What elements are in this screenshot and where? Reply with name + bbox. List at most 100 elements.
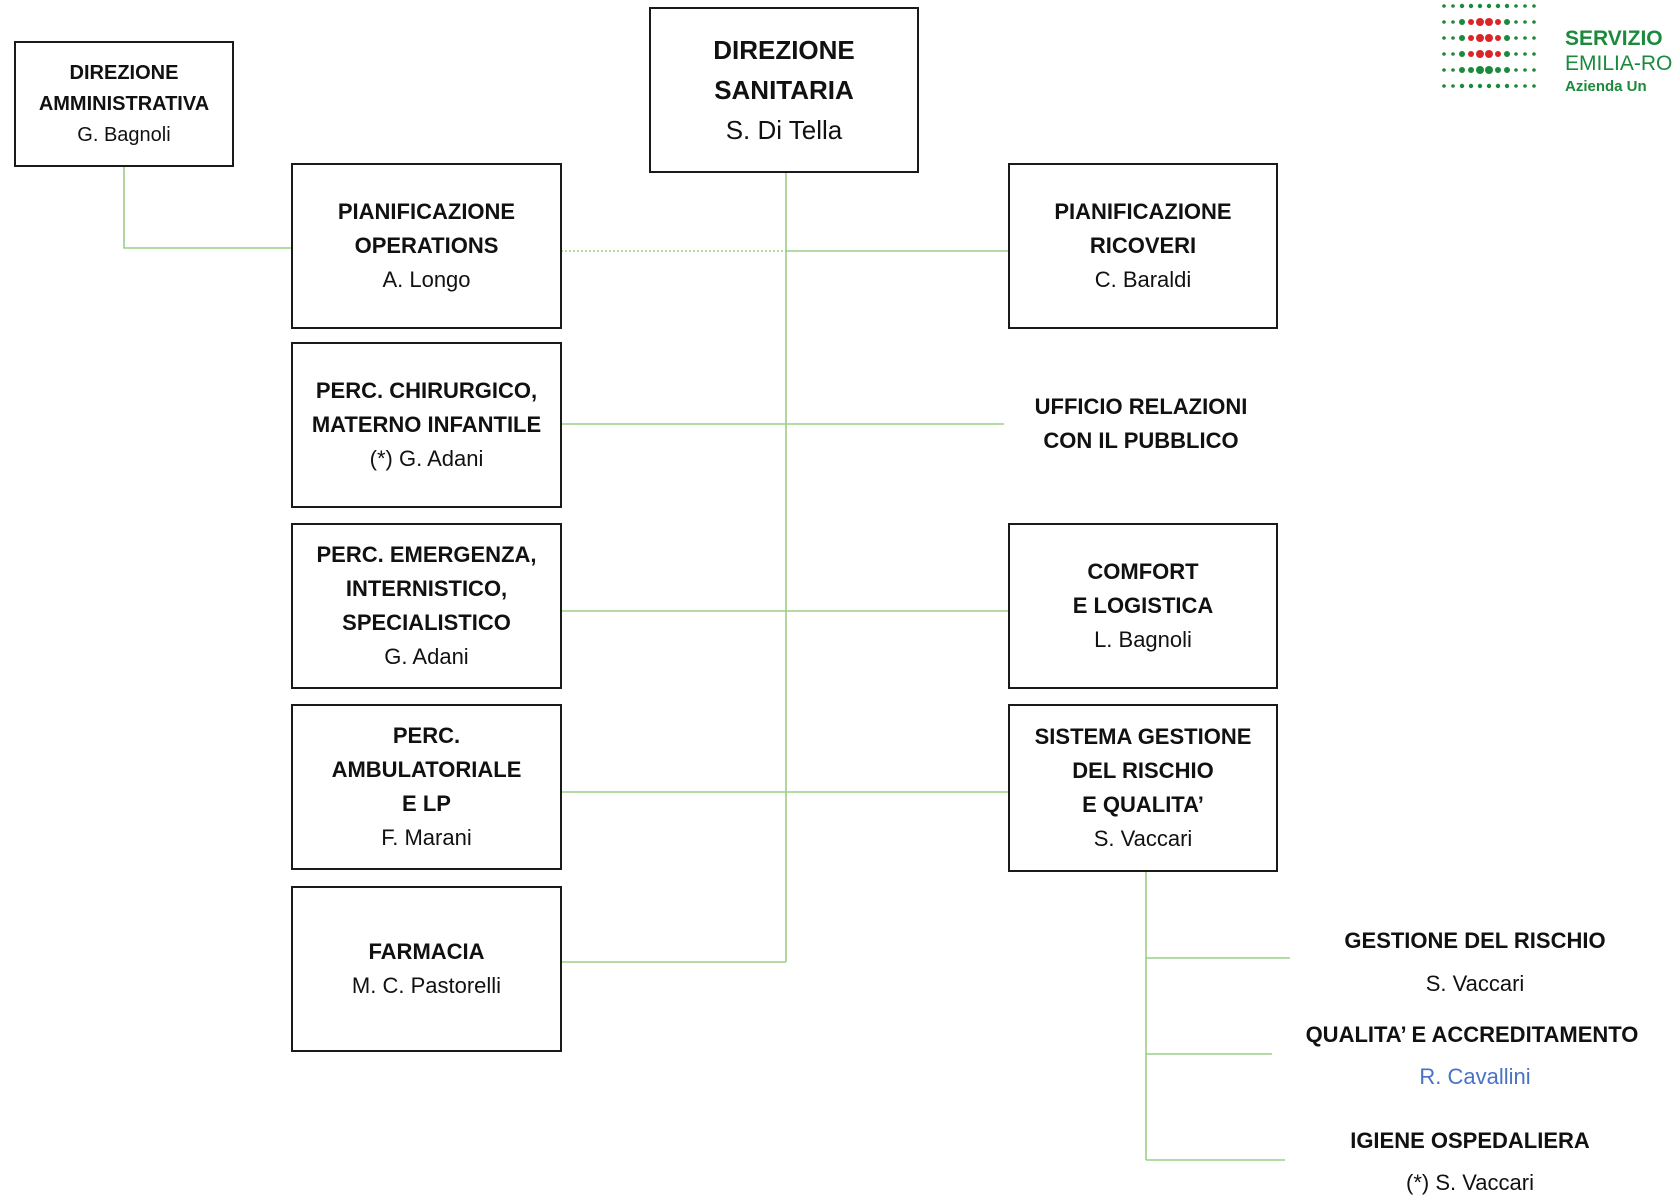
box-title-line: DEL RISCHIO [1072, 758, 1214, 783]
logo-dot [1504, 67, 1510, 73]
logo-dot [1495, 67, 1501, 73]
logo-dot [1476, 66, 1484, 74]
logo-dot [1532, 52, 1536, 56]
logo-dot [1495, 51, 1501, 57]
logo-dot [1495, 83, 1501, 89]
box-person: F. Marani [381, 825, 472, 850]
logo-dot [1459, 19, 1465, 25]
box-title-line: E QUALITA’ [1082, 792, 1204, 817]
logo-dot [1514, 20, 1518, 24]
box-title-line: SPECIALISTICO [342, 610, 511, 635]
box-title-line: DIREZIONE [69, 61, 179, 84]
logo-dot [1504, 19, 1510, 25]
box-title-line: DIREZIONE [713, 35, 855, 65]
logo-dot [1523, 84, 1527, 88]
box-title-line: UFFICIO RELAZIONI [1034, 394, 1248, 419]
logo-dot [1459, 3, 1465, 9]
logo-dot [1477, 83, 1483, 89]
box-title-line: SISTEMA GESTIONE [1034, 724, 1252, 749]
logo-dot [1476, 34, 1484, 42]
logo-dot [1468, 3, 1474, 9]
box-title-line: AMMINISTRATIVA [38, 92, 210, 115]
box-title-line: MATERNO INFANTILE [311, 412, 542, 437]
sub-unit-person: (*) S. Vaccari [1406, 1170, 1534, 1195]
logo-dot [1485, 34, 1493, 42]
logo-dot [1514, 68, 1518, 72]
logo-dot [1485, 66, 1493, 74]
logo-dot [1451, 4, 1455, 8]
logo-dot [1468, 19, 1474, 25]
box-title-line: AMBULATORIALE [331, 757, 522, 782]
perc-emergenza-box: PERC. EMERGENZA, INTERNISTICO, SPECIALIS… [291, 523, 562, 689]
perc-chirurgico-box: PERC. CHIRURGICO, MATERNO INFANTILE (*) … [291, 342, 562, 508]
logo-dot [1523, 68, 1527, 72]
logo-dot [1451, 36, 1455, 40]
logo-dot [1476, 18, 1484, 26]
logo-dot [1514, 84, 1518, 88]
logo-dot [1451, 68, 1455, 72]
logo-wordmark: SERVIZIO EMILIA-RO Azienda Un [1565, 26, 1672, 98]
logo-dot [1468, 67, 1474, 73]
box-person: S. Vaccari [1093, 826, 1193, 851]
logo-dot [1486, 3, 1492, 9]
logo-dot [1459, 67, 1465, 73]
pianificazione-operations-box: PIANIFICAZIONE OPERATIONS A. Longo [291, 163, 562, 329]
logo-dot [1504, 51, 1510, 57]
box-title-line: PIANIFICAZIONE [1054, 199, 1232, 224]
logo-dot [1459, 51, 1465, 57]
logo-dot [1468, 35, 1474, 41]
box-title-line: OPERATIONS [354, 233, 499, 258]
box-title-line: CON IL PUBBLICO [1043, 428, 1239, 453]
logo-dot [1504, 3, 1510, 9]
logo-dot [1514, 36, 1518, 40]
box-title-line: E LP [402, 791, 451, 816]
logo-dot [1442, 36, 1446, 40]
box-person: C. Baraldi [1094, 267, 1192, 292]
logo-dot [1442, 52, 1446, 56]
logo-dot [1495, 35, 1501, 41]
logo-dot [1451, 84, 1455, 88]
logo-dot [1523, 52, 1527, 56]
box-title-line: RICOVERI [1089, 233, 1197, 258]
logo-dot [1459, 83, 1465, 89]
box-title-line: INTERNISTICO, [345, 576, 508, 601]
sub-unit-person: S. Vaccari [1425, 971, 1525, 996]
logo-dot [1495, 19, 1501, 25]
sub-unit-title: QUALITA’ E ACCREDITAMENTO [1305, 1022, 1639, 1047]
pianificazione-ricoveri-box: PIANIFICAZIONE RICOVERI C. Baraldi [1008, 163, 1278, 329]
box-person: G. Adani [384, 644, 469, 669]
logo-dot [1495, 3, 1501, 9]
box-person: A. Longo [382, 267, 471, 292]
regional-health-logo [1442, 3, 1536, 89]
direzione-amministrativa-box: DIREZIONE AMMINISTRATIVA G. Bagnoli [14, 41, 234, 167]
box-title-line: PERC. [392, 723, 461, 748]
logo-dot [1532, 20, 1536, 24]
logo-dot [1485, 18, 1493, 26]
perc-ambulatoriale-box: PERC. AMBULATORIALE E LP F. Marani [291, 704, 562, 870]
logo-dot [1504, 35, 1510, 41]
logo-dot [1532, 36, 1536, 40]
logo-dot [1468, 83, 1474, 89]
sistema-gestione-rischio-box: SISTEMA GESTIONE DEL RISCHIO E QUALITA’ … [1008, 704, 1278, 872]
logo-dot [1442, 20, 1446, 24]
logo-line-1: SERVIZIO [1565, 27, 1663, 50]
box-title-line: COMFORT [1087, 559, 1199, 584]
logo-dot [1486, 83, 1492, 89]
logo-dot [1532, 84, 1536, 88]
logo-dot [1504, 83, 1510, 89]
box-title-line: FARMACIA [368, 939, 485, 964]
logo-dot [1451, 52, 1455, 56]
sub-unit-person-highlight: R. Cavallini [1419, 1064, 1531, 1089]
logo-dot [1477, 3, 1483, 9]
logo-dot [1442, 84, 1446, 88]
logo-dot [1468, 51, 1474, 57]
logo-line-3: Azienda Un [1565, 78, 1647, 95]
direzione-sanitaria-box: DIREZIONE SANITARIA S. Di Tella [649, 7, 919, 173]
box-title-line: PERC. EMERGENZA, [316, 542, 537, 567]
logo-dot [1451, 20, 1455, 24]
sub-unit-title: GESTIONE DEL RISCHIO [1344, 928, 1606, 953]
logo-dot [1532, 68, 1536, 72]
logo-dot [1442, 68, 1446, 72]
box-title-line: PERC. CHIRURGICO, [315, 378, 538, 403]
